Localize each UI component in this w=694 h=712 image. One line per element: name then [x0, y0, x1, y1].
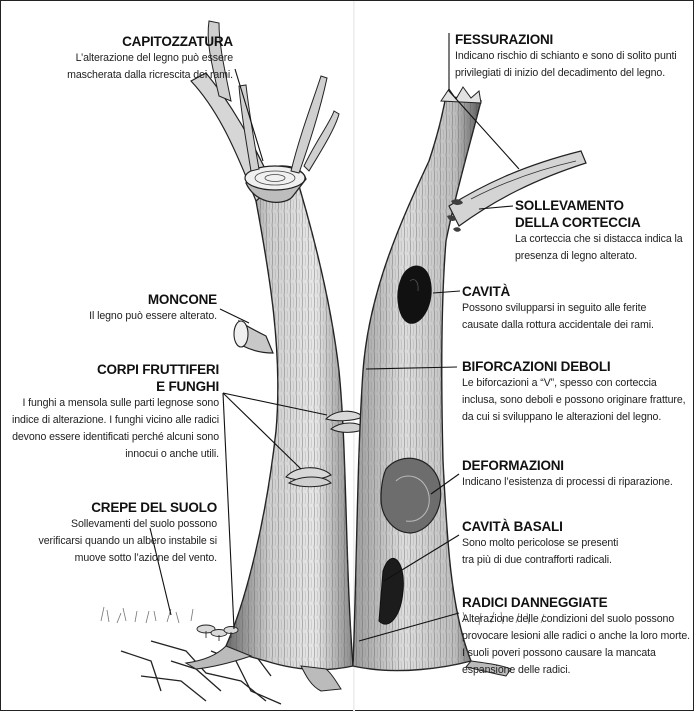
- radici-desc: Alterazione delle condizioni del suolo p…: [462, 611, 690, 679]
- moncone-desc: Il legno può essere alterato.: [21, 308, 217, 325]
- deformazioni-title: DEFORMAZIONI: [462, 457, 687, 474]
- annotation-capitozzatura: CAPITOZZATURA L’alterazione del legno pu…: [29, 33, 233, 84]
- sollevamento-desc: La corteccia che si distacca indica la p…: [515, 231, 685, 265]
- cavita-title: CAVITÀ: [462, 283, 680, 300]
- moncone-title: MONCONE: [21, 291, 217, 308]
- capitozzatura-desc: L’alterazione del legno può essere masch…: [29, 50, 233, 84]
- sollevamento-title-line1: SOLLEVAMENTO: [515, 197, 685, 214]
- annotation-sollevamento-corteccia: SOLLEVAMENTO DELLA CORTECCIA La cortecci…: [515, 197, 685, 265]
- capitozzatura-title: CAPITOZZATURA: [29, 33, 233, 50]
- corpi-fruttiferi-title-line2: E FUNGHI: [11, 378, 219, 395]
- fessurazioni-desc: Indicano rischio di schianto e sono di s…: [455, 48, 685, 82]
- radici-title: RADICI DANNEGGIATE: [462, 594, 690, 611]
- deformazioni-desc: Indicano l’esistenza di processi di ripa…: [462, 474, 687, 491]
- annotation-cavita-basali: CAVITÀ BASALI Sono molto pericolose se p…: [462, 518, 632, 569]
- sollevamento-title-line2: DELLA CORTECCIA: [515, 214, 685, 231]
- fessurazioni-title: FESSURAZIONI: [455, 31, 685, 48]
- crepe-del-suolo-title: CREPE DEL SUOLO: [31, 499, 217, 516]
- annotation-biforcazioni-deboli: BIFORCAZIONI DEBOLI Le biforcazioni a “V…: [462, 358, 692, 426]
- corpi-fruttiferi-desc: I funghi a mensola sulle parti legnose s…: [11, 395, 219, 463]
- crepe-del-suolo-desc: Sollevamenti del suolo possono verificar…: [31, 516, 217, 567]
- annotation-crepe-del-suolo: CREPE DEL SUOLO Sollevamenti del suolo p…: [31, 499, 217, 567]
- corpi-fruttiferi-title-line1: CORPI FRUTTIFERI: [11, 361, 219, 378]
- annotation-deformazioni: DEFORMAZIONI Indicano l’esistenza di pro…: [462, 457, 687, 491]
- left-trunk: [186, 21, 365, 691]
- annotation-corpi-fruttiferi: CORPI FRUTTIFERI E FUNGHI I funghi a men…: [11, 361, 219, 463]
- cavita-basali-desc: Sono molto pericolose se presenti tra pi…: [462, 535, 632, 569]
- annotation-fessurazioni: FESSURAZIONI Indicano rischio di schiant…: [455, 31, 685, 82]
- annotation-moncone: MONCONE Il legno può essere alterato.: [21, 291, 217, 325]
- annotation-cavita: CAVITÀ Possono svilupparsi in seguito al…: [462, 283, 680, 334]
- biforcazioni-title: BIFORCAZIONI DEBOLI: [462, 358, 692, 375]
- cavita-basali-title: CAVITÀ BASALI: [462, 518, 632, 535]
- biforcazioni-desc: Le biforcazioni a “V”, spesso con cortec…: [462, 375, 692, 426]
- annotation-radici-danneggiate: RADICI DANNEGGIATE Alterazione delle con…: [462, 594, 690, 679]
- cavita-desc: Possono svilupparsi in seguito alle feri…: [462, 300, 680, 334]
